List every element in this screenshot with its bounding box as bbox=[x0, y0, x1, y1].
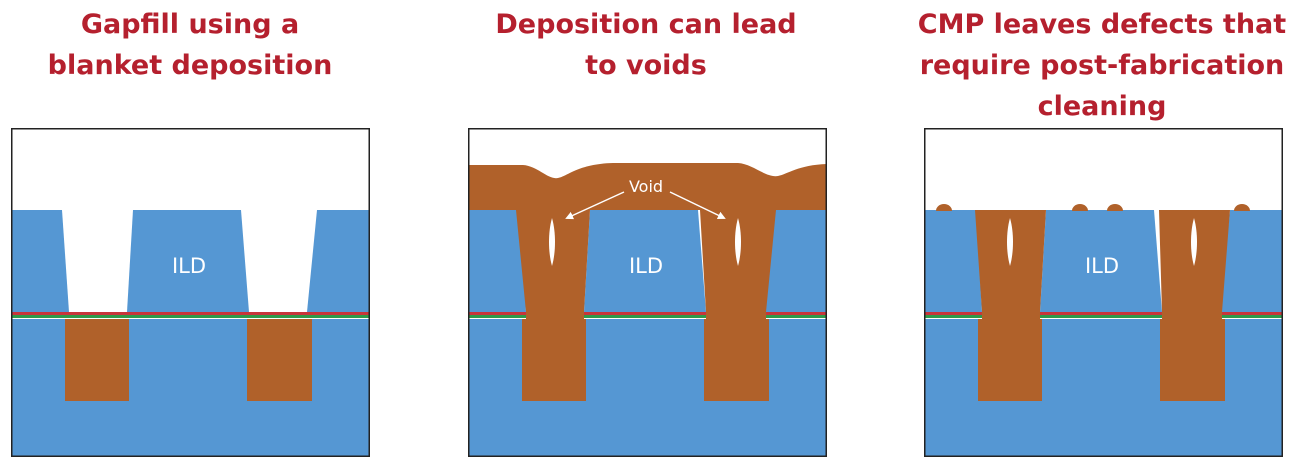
upper-ild-segment bbox=[468, 210, 526, 312]
panel-frame bbox=[11, 128, 370, 457]
void-shape bbox=[735, 218, 741, 266]
lower-ild-layer bbox=[924, 319, 1283, 457]
filled-via bbox=[1159, 210, 1230, 401]
panel-frame bbox=[924, 128, 1283, 457]
particle-defect bbox=[1072, 204, 1088, 211]
barrier-green-stripe bbox=[11, 315, 370, 318]
gapfill-diagram: ILD bbox=[11, 128, 370, 457]
panel-frame bbox=[468, 128, 827, 457]
upper-ild-segment bbox=[1220, 210, 1283, 312]
lower-ild-layer bbox=[468, 319, 827, 457]
barrier-green-stripe bbox=[924, 315, 1283, 318]
upper-ild-segment bbox=[307, 210, 370, 312]
barrier-red-stripe bbox=[11, 312, 370, 315]
ild-label: ILD bbox=[1085, 254, 1119, 278]
lower-metal-line bbox=[65, 319, 129, 401]
panel-2-title: Deposition can lead to voids bbox=[495, 9, 797, 81]
particle-defect bbox=[936, 204, 952, 211]
upper-ild-segment bbox=[1040, 210, 1162, 312]
panel-1-title: Gapfill using a blanket deposition bbox=[47, 9, 333, 81]
upper-ild-segment bbox=[764, 210, 827, 312]
lower-metal-line bbox=[247, 319, 312, 401]
barrier-green-stripe bbox=[468, 315, 827, 318]
lower-ild-layer bbox=[11, 319, 370, 457]
void-shape bbox=[1007, 218, 1013, 266]
barrier-red-stripe bbox=[468, 312, 827, 315]
voids-diagram: Void ILD bbox=[468, 128, 827, 457]
filled-via bbox=[700, 210, 776, 401]
ild-label: ILD bbox=[172, 254, 206, 278]
particle-defect bbox=[1107, 204, 1123, 211]
upper-ild-segment bbox=[11, 210, 69, 312]
void-shape bbox=[1191, 218, 1197, 266]
panel-3-title: CMP leaves defects that require post-fab… bbox=[917, 9, 1287, 122]
filled-via bbox=[975, 210, 1046, 401]
particle-defect bbox=[1234, 204, 1250, 211]
void-label: Void bbox=[629, 177, 663, 196]
upper-ild-segment bbox=[127, 210, 249, 312]
filled-via bbox=[516, 210, 590, 401]
void-arrow-left bbox=[565, 191, 625, 220]
ild-label: ILD bbox=[629, 254, 663, 278]
cmp-defects-diagram: ILD bbox=[924, 128, 1283, 457]
void-arrow-right bbox=[669, 191, 726, 220]
barrier-red-stripe bbox=[924, 312, 1283, 315]
upper-ild-segment bbox=[924, 210, 982, 312]
void-shape bbox=[549, 218, 555, 266]
upper-ild-segment bbox=[584, 210, 706, 312]
overburden-metal bbox=[468, 163, 827, 210]
